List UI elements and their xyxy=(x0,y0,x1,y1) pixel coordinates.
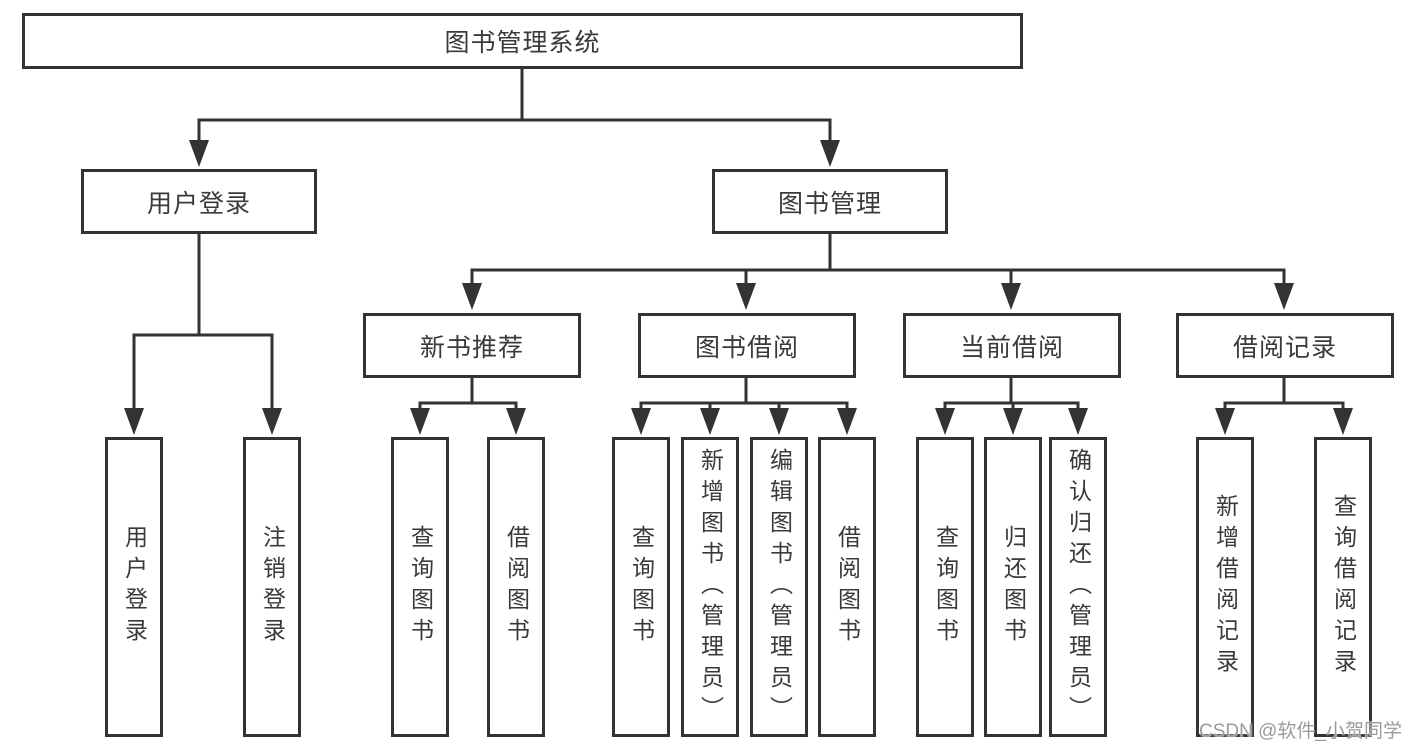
leaf-logout: 注销登录 xyxy=(243,437,301,737)
arrow-icon xyxy=(837,408,857,435)
node-label: 当前借阅 xyxy=(959,333,1064,362)
leaf-label: 查询图书 xyxy=(628,525,655,649)
leaf-label: 借阅图书 xyxy=(503,525,530,649)
node-label: 借阅记录 xyxy=(1232,333,1337,362)
arrow-icon xyxy=(1003,408,1023,435)
leaf-current-confirm-return-admin: 确认归还（管理员） xyxy=(1049,437,1107,737)
leaf-label: 确认归还（管理员） xyxy=(1065,447,1092,727)
arrow-icon xyxy=(1215,408,1235,435)
node-library-management-system: 图书管理系统 xyxy=(22,13,1023,69)
arrow-icon xyxy=(262,408,282,435)
node-label: 图书借阅 xyxy=(694,333,799,362)
leaf-label: 查询图书 xyxy=(407,525,434,649)
leaf-borrow-borrow-books: 借阅图书 xyxy=(818,437,876,737)
leaf-borrow-edit-books-admin: 编辑图书（管理员） xyxy=(750,437,808,737)
node-label: 新书推荐 xyxy=(419,333,524,362)
leaf-current-query-books: 查询图书 xyxy=(916,437,974,737)
node-user-login: 用户登录 xyxy=(81,169,317,234)
leaf-borrow-add-books-admin: 新增图书（管理员） xyxy=(681,437,739,737)
leaf-records-add-record: 新增借阅记录 xyxy=(1196,437,1254,737)
connector-recommend-to-leaves xyxy=(418,377,518,410)
leaf-label: 编辑图书（管理员） xyxy=(766,447,793,727)
leaf-recommend-borrow-books: 借阅图书 xyxy=(487,437,545,737)
connector-current-to-leaves xyxy=(943,377,1080,410)
arrow-icon xyxy=(462,283,482,310)
arrow-icon xyxy=(506,408,526,435)
leaf-label: 注销登录 xyxy=(259,525,286,649)
arrow-icon xyxy=(124,408,144,435)
connector-login-to-leaves xyxy=(132,233,274,410)
node-label: 图书管理系统 xyxy=(444,29,601,57)
csdn-watermark: CSDN @软件_小贺同学 xyxy=(1199,721,1402,742)
node-label: 用户登录 xyxy=(146,189,251,218)
arrow-icon xyxy=(736,283,756,310)
node-book-borrow: 图书借阅 xyxy=(638,313,856,378)
arrow-icon xyxy=(935,408,955,435)
arrow-icon xyxy=(631,408,651,435)
leaf-borrow-query-books: 查询图书 xyxy=(612,437,670,737)
leaf-label: 查询图书 xyxy=(932,525,959,649)
arrow-icon xyxy=(410,408,430,435)
connector-borrow-to-leaves xyxy=(639,377,849,410)
arrow-icon xyxy=(1001,283,1021,310)
leaf-label: 借阅图书 xyxy=(834,525,861,649)
connector-records-to-leaves xyxy=(1223,377,1345,410)
leaf-label: 新增图书（管理员） xyxy=(697,447,724,727)
leaf-label: 新增借阅记录 xyxy=(1212,494,1239,680)
arrow-icon xyxy=(700,408,720,435)
arrow-icon xyxy=(820,140,840,167)
leaf-user-login: 用户登录 xyxy=(105,437,163,737)
node-borrow-records: 借阅记录 xyxy=(1176,313,1394,378)
leaf-recommend-query-books: 查询图书 xyxy=(391,437,449,737)
leaf-label: 归还图书 xyxy=(1000,525,1027,649)
arrow-icon xyxy=(189,140,209,167)
arrow-icon xyxy=(1333,408,1353,435)
leaf-current-return-books: 归还图书 xyxy=(984,437,1042,737)
arrow-icon xyxy=(1274,283,1294,310)
node-new-book-recommend: 新书推荐 xyxy=(363,313,581,378)
arrow-icon xyxy=(769,408,789,435)
arrow-icon xyxy=(1068,408,1088,435)
connector-root-to-level2 xyxy=(197,68,832,142)
leaf-records-query-record: 查询借阅记录 xyxy=(1314,437,1372,737)
leaf-label: 用户登录 xyxy=(121,525,148,649)
connector-mgmt-to-level3 xyxy=(470,233,1286,284)
node-label: 图书管理 xyxy=(777,189,882,218)
node-current-borrow: 当前借阅 xyxy=(903,313,1121,378)
node-book-management: 图书管理 xyxy=(712,169,948,234)
leaf-label: 查询借阅记录 xyxy=(1330,494,1357,680)
